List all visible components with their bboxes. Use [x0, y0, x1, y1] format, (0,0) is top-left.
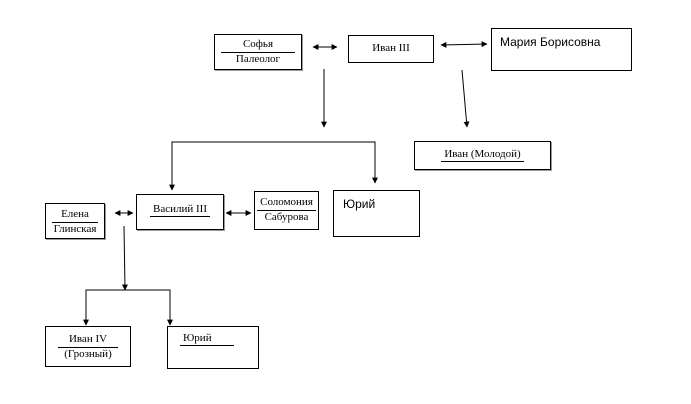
node-vasily-iii: Василий III [136, 194, 224, 230]
ivan4-name: Иван IV [58, 333, 118, 348]
marriage-ivan3-maria [440, 41, 488, 48]
yury2-name: Юрий [180, 332, 234, 346]
elena-surname: Глинская [53, 223, 97, 235]
node-ivan-iv: Иван IV (Грозный) [45, 326, 131, 367]
maria-name: Мария Борисовна [500, 35, 601, 49]
sofya-surname: Палеолог [235, 53, 281, 65]
branch-ivan3-children [169, 141, 378, 191]
solomonia-surname: Сабурова [264, 211, 309, 223]
yury1-name: Юрий [343, 197, 376, 211]
solomonia-name: Соломония [257, 196, 316, 211]
node-solomonia-saburova: Соломония Сабурова [254, 191, 319, 230]
node-ivan-molodoy: Иван (Молодой) [414, 141, 551, 170]
node-ivan-iii: Иван III [348, 35, 434, 63]
node-sofya-paleolog: Софья Палеолог [214, 34, 302, 70]
ivan3-name: Иван III [372, 42, 410, 54]
ivan-molodoy-name: Иван (Молодой) [441, 148, 524, 162]
node-elena-glinskaya: Елена Глинская [45, 203, 105, 239]
elena-name: Елена [52, 208, 98, 223]
descent-maria [461, 69, 470, 128]
branch-vasily3-children [83, 289, 173, 326]
descent-vasily3 [121, 225, 128, 291]
node-maria-borisovna: Мария Борисовна [491, 28, 632, 71]
node-yury-1: Юрий [333, 190, 420, 237]
sofya-name: Софья [221, 38, 295, 53]
vasily3-name: Василий III [150, 203, 210, 217]
node-yury-2: Юрий [167, 326, 259, 369]
ivan4-epithet: (Грозный) [64, 348, 112, 360]
